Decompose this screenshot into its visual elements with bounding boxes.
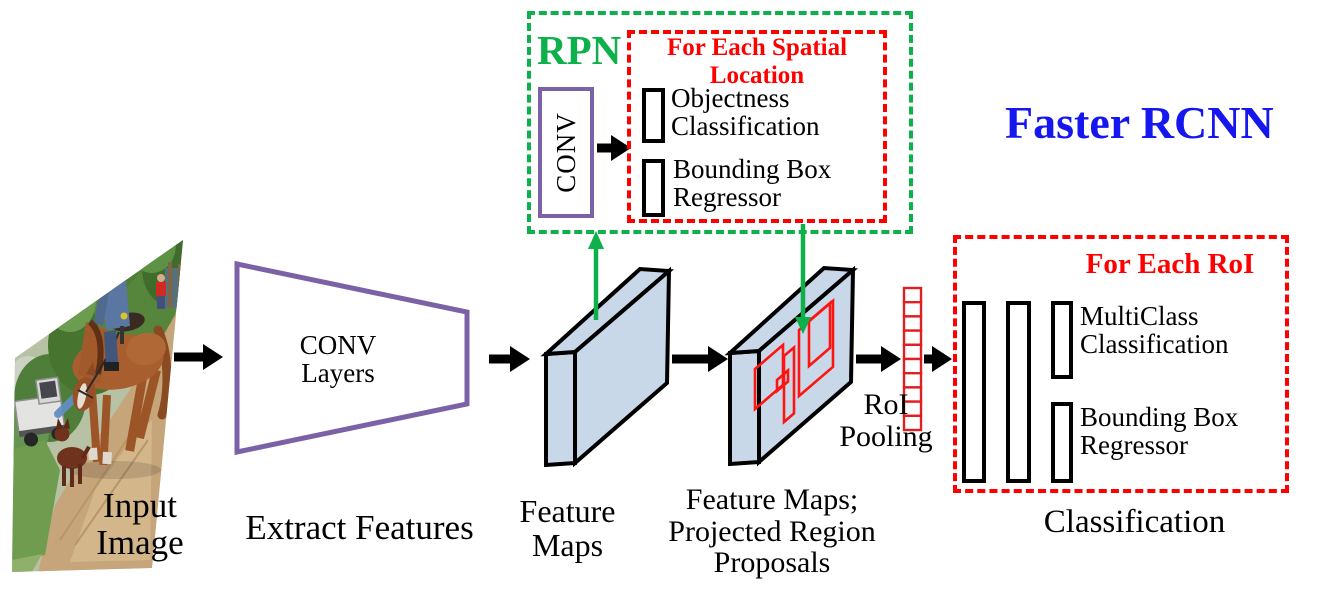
arrow-proposals-to-pool — [856, 346, 901, 372]
classification-label: Classification — [1043, 504, 1226, 540]
horse — [72, 319, 172, 466]
bbox-layer-rect — [642, 159, 665, 217]
background-person — [156, 274, 166, 309]
arrow-pool-to-head — [924, 346, 952, 372]
diagram-title: Faster RCNN — [1005, 97, 1274, 148]
rpn-arrows — [588, 224, 811, 334]
conv-layers-label: CONV Layers — [299, 330, 377, 389]
arrow-fmap-to-proposals — [672, 346, 728, 372]
roi-pooling-column — [902, 286, 923, 432]
rpn-conv-label: CONV — [550, 112, 581, 193]
arrow-rpnconv-to-spatial — [597, 135, 631, 161]
roi-head-title: For Each RoI — [1085, 248, 1255, 280]
bbox-reg-rect — [1051, 402, 1073, 483]
spatial-location-title: For Each Spatial Location — [666, 34, 848, 89]
rpn-label: RPN — [537, 27, 622, 73]
flow-arrows — [174, 135, 952, 372]
fc-layer-rect-2 — [1006, 301, 1031, 483]
multiclass-label: MultiClass Classification — [1080, 301, 1229, 360]
arrow-conv-to-fmap — [489, 346, 530, 372]
multiclass-rect — [1051, 301, 1073, 379]
roi-pooling-label: RoI Pooling — [839, 388, 933, 453]
roi-head-box — [953, 235, 1289, 493]
region-proposal-boxes — [753, 297, 835, 425]
objectness-layer-rect — [642, 88, 665, 143]
feature-maps-label: Feature Maps — [519, 493, 616, 563]
fc-layer-rect-1 — [962, 301, 986, 483]
proposals-label: Feature Maps; Projected Region Proposals — [668, 483, 876, 579]
roi-bbox-label: Bounding Box Regressor — [1080, 402, 1239, 461]
arrow-input-to-conv — [174, 344, 223, 370]
dog — [54, 418, 91, 487]
rpn-bbox-label: Bounding Box Regressor — [673, 154, 832, 213]
truck — [14, 376, 66, 447]
extract-features-label: Extract Features — [245, 508, 474, 547]
conv-layers-trapezoid — [234, 260, 470, 456]
objectness-label: Objectness Classification — [671, 83, 820, 142]
rpn-conv-box: CONV — [538, 87, 594, 218]
feature-map-slab — [540, 266, 674, 468]
rpn-box — [527, 11, 913, 234]
spatial-location-box — [627, 30, 887, 223]
input-image-label: Input Image — [96, 486, 184, 562]
